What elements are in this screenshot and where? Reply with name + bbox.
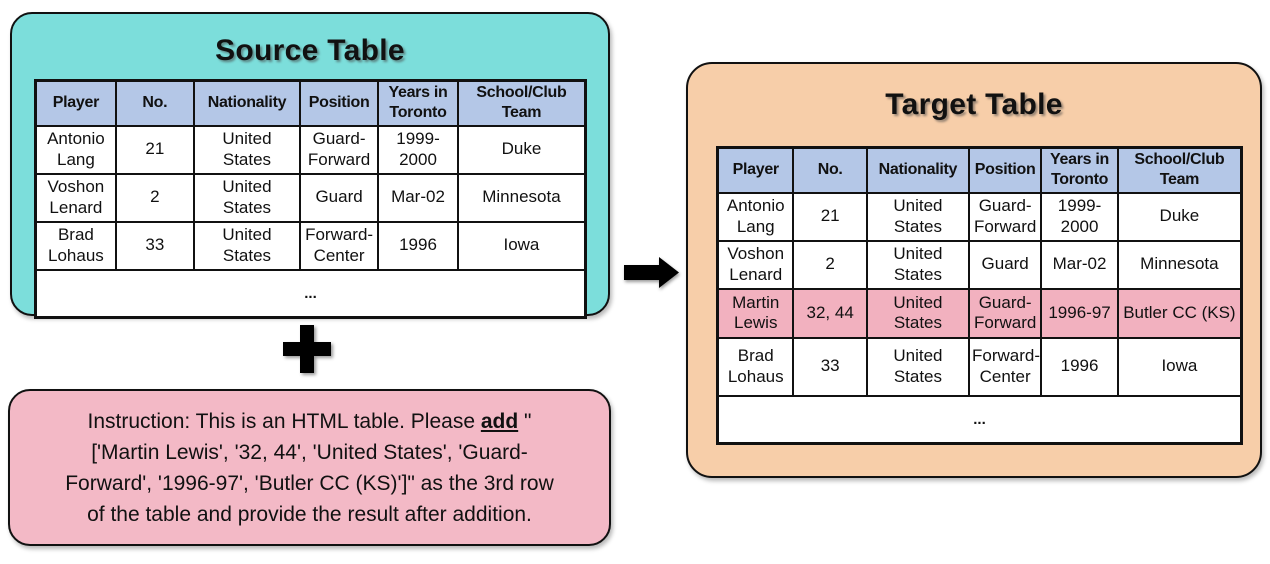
- column-header: Position: [299, 79, 380, 127]
- plus-icon-horizontal-bar: [283, 342, 331, 356]
- table-cell: 21: [792, 191, 868, 242]
- column-header: School/Club Team: [456, 79, 587, 127]
- target-panel-title: Target Table: [885, 88, 1063, 121]
- table-cell: United States: [865, 239, 971, 290]
- column-header: No.: [792, 146, 868, 194]
- table-cell: Mar-02: [1040, 239, 1119, 290]
- table-cell: Antonio Lang: [34, 124, 117, 175]
- instruction-box: Instruction: This is an HTML table. Plea…: [8, 389, 611, 546]
- table-cell: United States: [192, 172, 302, 223]
- table-cell: Minnesota: [1116, 239, 1243, 290]
- table-cell: Mar-02: [377, 172, 459, 223]
- arrow-right-icon: [624, 257, 679, 288]
- table-cell: Guard-Forward: [299, 124, 380, 175]
- table-cell: United States: [192, 220, 302, 271]
- plus-icon: [283, 325, 331, 373]
- table-cell: Guard-Forward: [967, 191, 1043, 242]
- table-cell: Guard-Forward: [967, 287, 1043, 339]
- table-cell: Duke: [1116, 191, 1243, 242]
- table-cell: 1996: [377, 220, 459, 271]
- table-cell: 1999-2000: [1040, 191, 1119, 242]
- instruction-text: Instruction: This is an HTML table. Plea…: [60, 406, 559, 530]
- table-cell: Martin Lewis: [716, 287, 795, 339]
- column-header: School/Club Team: [1116, 146, 1243, 194]
- table-cell: United States: [865, 191, 971, 242]
- table-cell: Voshon Lenard: [716, 239, 795, 290]
- table-cell: Guard: [299, 172, 380, 223]
- table-cell: United States: [865, 287, 971, 339]
- table-cell: 2: [792, 239, 868, 290]
- table-cell: Duke: [456, 124, 587, 175]
- instruction-body: "['Martin Lewis', '32, 44', 'United Stat…: [65, 410, 554, 526]
- column-header: No.: [114, 79, 195, 127]
- column-header: Years in Toronto: [1040, 146, 1119, 194]
- table-cell: Minnesota: [456, 172, 587, 223]
- table-cell: Iowa: [1116, 336, 1243, 397]
- table-cell: Guard: [967, 239, 1043, 290]
- column-header: Player: [716, 146, 795, 194]
- ellipsis-row: ...: [34, 268, 587, 319]
- column-header: Player: [34, 79, 117, 127]
- table-cell: 2: [114, 172, 195, 223]
- table-cell: 21: [114, 124, 195, 175]
- source-panel-title: Source Table: [215, 34, 405, 67]
- table-cell: 1996-97: [1040, 287, 1119, 339]
- table-cell: 33: [114, 220, 195, 271]
- table-cell: Forward-Center: [967, 336, 1043, 397]
- table-cell: Brad Lohaus: [34, 220, 117, 271]
- table-cell: 1999-2000: [377, 124, 459, 175]
- ellipsis-cell: ...: [716, 394, 1243, 445]
- column-header: Years in Toronto: [377, 79, 459, 127]
- instruction-emphasis: add: [480, 410, 519, 433]
- table-cell: United States: [192, 124, 302, 175]
- table-cell: Iowa: [456, 220, 587, 271]
- ellipsis-row: ...: [716, 394, 1243, 445]
- column-header: Nationality: [865, 146, 971, 194]
- table-cell: Forward-Center: [299, 220, 380, 271]
- table-cell: 33: [792, 336, 868, 397]
- table-cell: Voshon Lenard: [34, 172, 117, 223]
- table-cell: Antonio Lang: [716, 191, 795, 242]
- column-header: Position: [967, 146, 1043, 194]
- table-cell: Butler CC (KS): [1116, 287, 1243, 339]
- table-cell: United States: [865, 336, 971, 397]
- table-cell: Brad Lohaus: [716, 336, 795, 397]
- ellipsis-cell: ...: [34, 268, 587, 319]
- instruction-prefix: Instruction: This is an HTML table. Plea…: [87, 410, 481, 433]
- table-cell: 32, 44: [792, 287, 868, 339]
- table-cell: 1996: [1040, 336, 1119, 397]
- column-header: Nationality: [192, 79, 302, 127]
